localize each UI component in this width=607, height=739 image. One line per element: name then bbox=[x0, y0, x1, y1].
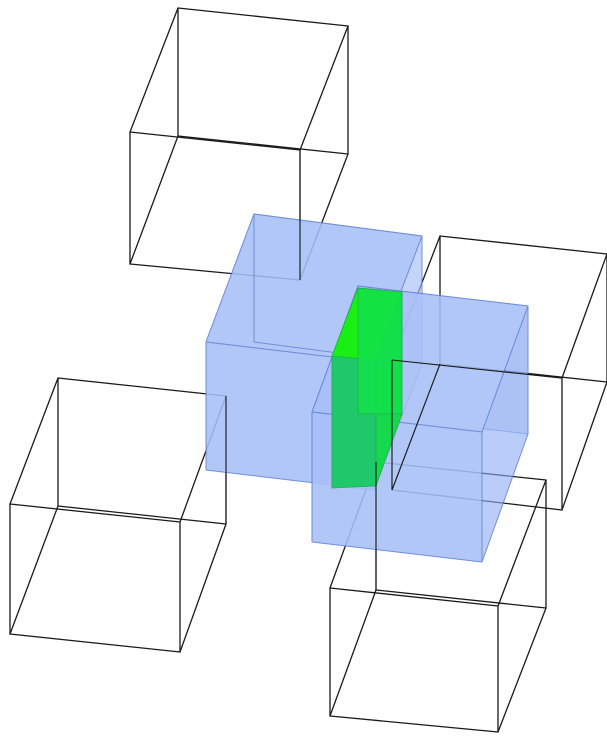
wireframe-cube-bottom-left bbox=[10, 378, 226, 652]
